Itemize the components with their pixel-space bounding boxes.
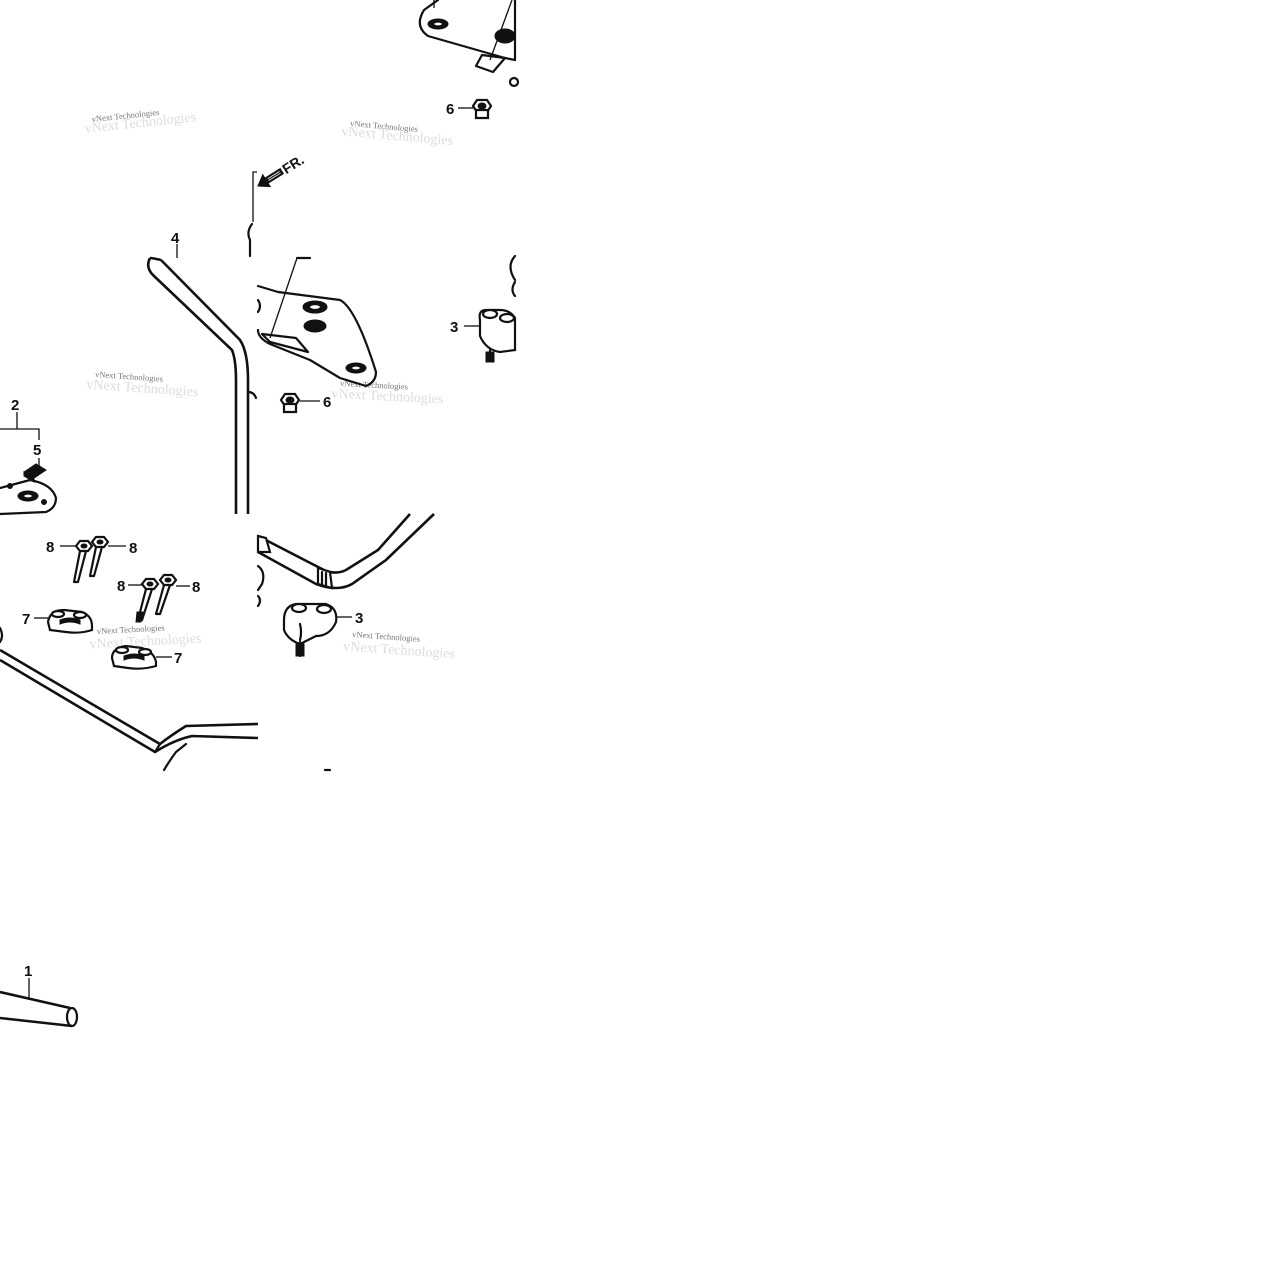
riser-3-lower: 3	[282, 602, 363, 772]
watermark-text: vNext Technologies	[352, 629, 420, 644]
watermark-ghost: vNext Technologies	[343, 639, 456, 662]
callout-7: 7	[174, 650, 182, 667]
front-direction-indicator: FR.	[247, 151, 307, 258]
riser-3-upper: 3	[450, 308, 517, 363]
callout-6: 6	[323, 394, 331, 411]
watermark-text: vNext Technologies	[340, 378, 408, 392]
bolt-8-d: 8	[154, 573, 200, 616]
callout-1: 1	[24, 963, 32, 980]
watermark-text: vNext Technologies	[97, 622, 165, 636]
clamp-assembly-2: 2 5	[0, 397, 58, 516]
callout-3: 3	[450, 319, 458, 336]
watermarks: vNext Technologies vNext Technologies vN…	[84, 107, 456, 662]
front-arrow-icon	[257, 167, 285, 188]
watermark-ghost: vNext Technologies	[331, 387, 444, 408]
bolt-8-c: 8	[117, 577, 160, 623]
nut-6-top: 6	[446, 98, 493, 120]
bolt-8-b: 8	[88, 535, 137, 578]
bolt-8-a: 8	[46, 539, 94, 584]
holder-7-a: 7	[22, 608, 94, 634]
callout-8: 8	[46, 539, 54, 556]
callout-7: 7	[22, 611, 30, 628]
callout-3: 3	[355, 610, 363, 627]
callout-5: 5	[33, 442, 41, 459]
holder-7-b: 7	[110, 644, 182, 670]
handlebar-4: 4	[146, 230, 258, 514]
handlebar-1-end: 1	[0, 963, 79, 1028]
handlebar-right-segment	[256, 513, 435, 608]
top-bridge-fragment	[418, 0, 520, 88]
callout-8: 8	[117, 578, 125, 595]
callout-2: 2	[11, 397, 19, 414]
callout-4: 4	[171, 230, 180, 247]
callout-6: 6	[446, 101, 454, 118]
top-bridge-plate	[256, 254, 517, 388]
callout-8: 8	[129, 540, 137, 557]
watermark-text: vNext Technologies	[95, 369, 163, 384]
handlebar-1-segment	[0, 626, 259, 772]
nut-6-middle: 6	[279, 392, 331, 414]
callout-8: 8	[192, 579, 200, 596]
